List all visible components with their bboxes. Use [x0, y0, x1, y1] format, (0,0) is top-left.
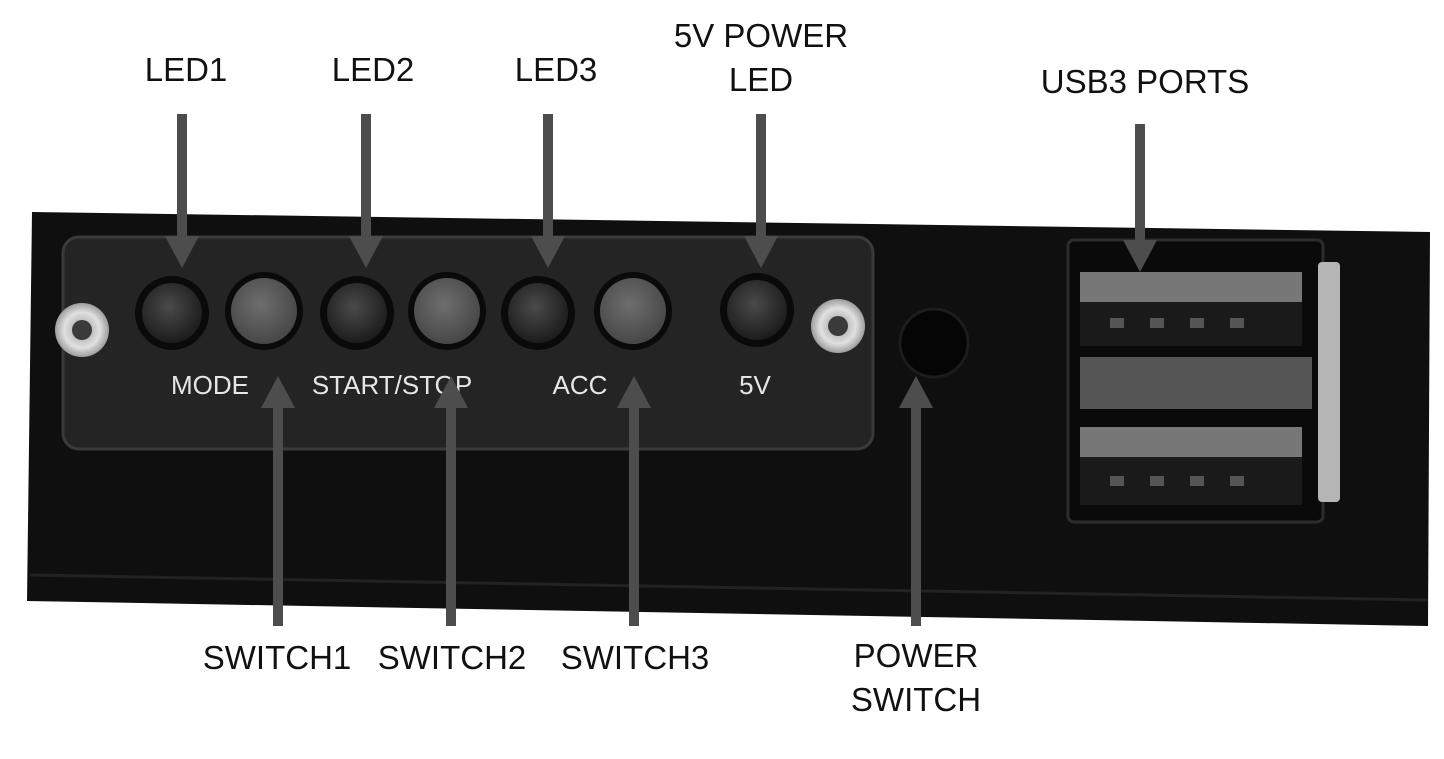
usb3-port-bottom[interactable] — [1080, 427, 1302, 505]
callout-5v-power-led: 5V POWER LED — [651, 14, 871, 102]
callout-5v-power-led-line1: 5V POWER — [673, 17, 849, 54]
switch1-button[interactable] — [225, 272, 303, 350]
led3 — [501, 276, 575, 350]
callout-power-switch: POWER SWITCH — [826, 634, 1006, 722]
arrow-power-switch — [899, 376, 933, 626]
callout-switch2: SWITCH2 — [377, 639, 527, 676]
usb3-port-top[interactable] — [1080, 272, 1302, 346]
callout-power-switch-line1: POWER — [853, 637, 979, 674]
led2 — [320, 276, 394, 350]
callout-5v-power-led-line2: LED — [728, 61, 794, 98]
screw-left — [55, 303, 109, 357]
faceplate-label-acc: ACC — [553, 370, 608, 400]
callout-power-switch-line2: SWITCH — [850, 681, 982, 718]
led1 — [135, 276, 209, 350]
arrow-switch2 — [434, 376, 468, 626]
arrow-led3 — [531, 114, 565, 268]
screw-right — [811, 299, 865, 353]
power-switch-button[interactable] — [898, 307, 970, 379]
callout-switch1: SWITCH1 — [202, 639, 352, 676]
arrow-led2 — [349, 114, 383, 268]
chassis-seam — [29, 573, 1429, 602]
power-led-5v — [720, 273, 794, 347]
arrow-power-led — [744, 114, 778, 268]
switch2-button[interactable] — [408, 272, 486, 350]
faceplate-label-mode: MODE — [171, 370, 249, 400]
arrow-usb3-ports — [1123, 124, 1157, 272]
faceplate-label-5v: 5V — [739, 370, 771, 400]
arrow-switch1 — [261, 376, 295, 626]
arrow-led1 — [165, 114, 199, 268]
callout-led3: LED3 — [514, 51, 598, 88]
arrow-switch3 — [617, 376, 651, 626]
callout-switch3: SWITCH3 — [560, 639, 710, 676]
callout-led2: LED2 — [331, 51, 415, 88]
switch3-button[interactable] — [594, 272, 672, 350]
callout-usb3-ports: USB3 PORTS — [1040, 63, 1250, 100]
callout-led1: LED1 — [144, 51, 228, 88]
